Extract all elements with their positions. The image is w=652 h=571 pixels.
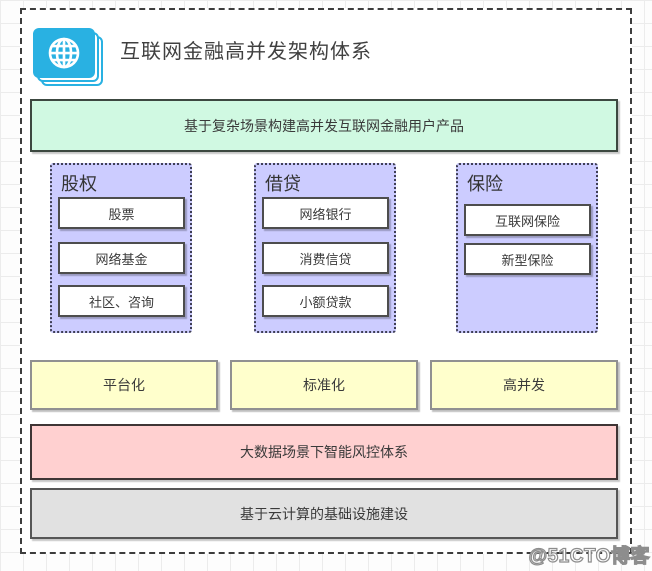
- capability-high-concurrency: 高并发: [430, 360, 618, 410]
- item-online-funds: 网络基金: [58, 242, 185, 274]
- top-banner: 基于复杂场景构建高并发互联网金融用户产品: [30, 99, 618, 152]
- capability-high-concurrency-label: 高并发: [503, 377, 545, 393]
- column-equity-label: 股权: [61, 174, 97, 194]
- item-online-banking: 网络银行: [262, 197, 389, 229]
- risk-banner-label: 大数据场景下智能风控体系: [240, 444, 408, 460]
- item-community-consulting: 社区、咨询: [58, 285, 185, 317]
- watermark: @51CTO博客: [528, 545, 650, 567]
- column-insurance-label: 保险: [467, 174, 503, 194]
- column-equity: 股权 股票 网络基金 社区、咨询: [50, 163, 192, 333]
- capability-platform: 平台化: [30, 360, 218, 410]
- item-stocks: 股票: [58, 197, 185, 229]
- top-banner-label: 基于复杂场景构建高并发互联网金融用户产品: [184, 117, 464, 134]
- infra-banner-label: 基于云计算的基础设施建设: [240, 505, 408, 522]
- page-title: 互联网金融高并发架构体系: [120, 41, 372, 63]
- column-lending: 借贷 网络银行 消费信贷 小额贷款: [254, 163, 396, 333]
- risk-banner: 大数据场景下智能风控体系: [30, 424, 618, 480]
- item-internet-insurance: 互联网保险: [464, 204, 591, 236]
- capability-standardization-label: 标准化: [303, 377, 345, 393]
- logo-stack: [33, 28, 107, 90]
- capability-standardization: 标准化: [230, 360, 418, 410]
- column-lending-label: 借贷: [265, 174, 301, 194]
- item-new-insurance: 新型保险: [464, 243, 591, 275]
- item-micro-loans: 小额贷款: [262, 285, 389, 317]
- capability-platform-label: 平台化: [103, 377, 145, 393]
- infra-banner: 基于云计算的基础设施建设: [30, 488, 618, 539]
- globe-icon: [33, 28, 95, 78]
- column-insurance: 保险 互联网保险 新型保险: [456, 163, 598, 333]
- item-consumer-credit: 消费信贷: [262, 242, 389, 274]
